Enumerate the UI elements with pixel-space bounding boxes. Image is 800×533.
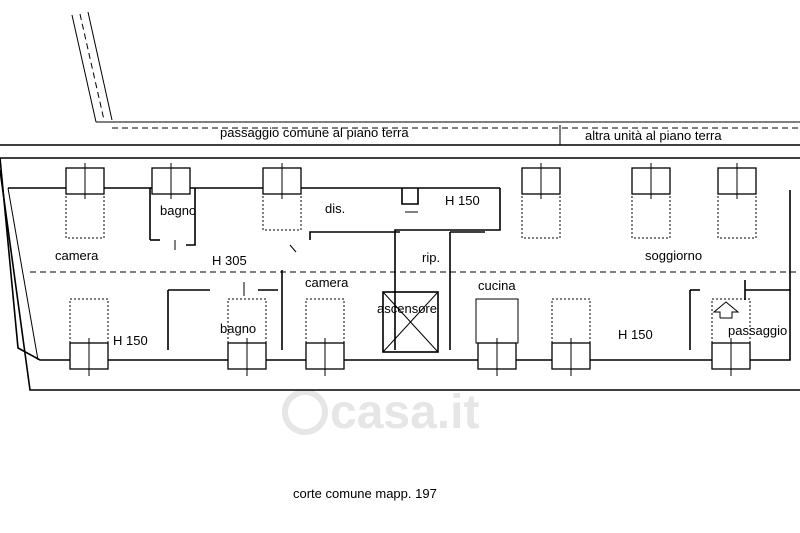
pillar-footprints — [65, 193, 757, 344]
label-other-unit: altra unità al piano terra — [585, 128, 722, 143]
room-label-camera-left: camera — [55, 248, 99, 263]
room-label-h150-right: H 150 — [618, 327, 653, 342]
room-label-camera-center: camera — [305, 275, 349, 290]
outer-walls — [0, 157, 800, 391]
watermark-text: casa.it — [330, 386, 479, 439]
room-label-soggiorno: soggiorno — [645, 248, 702, 263]
room-label-cucina: cucina — [478, 278, 516, 293]
room-label-bagno-top: bagno — [160, 203, 196, 218]
label-common-court: corte comune mapp. 197 — [293, 486, 437, 501]
room-label-h150-top: H 150 — [445, 193, 480, 208]
room-label-bagno-bottom: bagno — [220, 321, 256, 336]
top-boundary — [0, 121, 800, 146]
room-label-rip: rip. — [422, 250, 440, 265]
room-label-h305: H 305 — [212, 253, 247, 268]
bottom-pillars — [69, 338, 751, 376]
room-label-h150-left: H 150 — [113, 333, 148, 348]
interior-walls — [150, 187, 790, 350]
room-label-ascensore: ascensore — [377, 301, 437, 316]
top-left-diagonal-walls — [71, 11, 113, 123]
room-label-dis: dis. — [325, 201, 345, 216]
label-common-passage: passaggio comune al piano terra — [220, 125, 409, 140]
entry-arrow-icon — [712, 301, 740, 319]
room-label-passaggio: passaggio — [728, 323, 787, 338]
top-pillars — [65, 163, 757, 199]
elevator-shaft — [382, 291, 439, 353]
watermark-logo: casa.it — [282, 386, 479, 439]
